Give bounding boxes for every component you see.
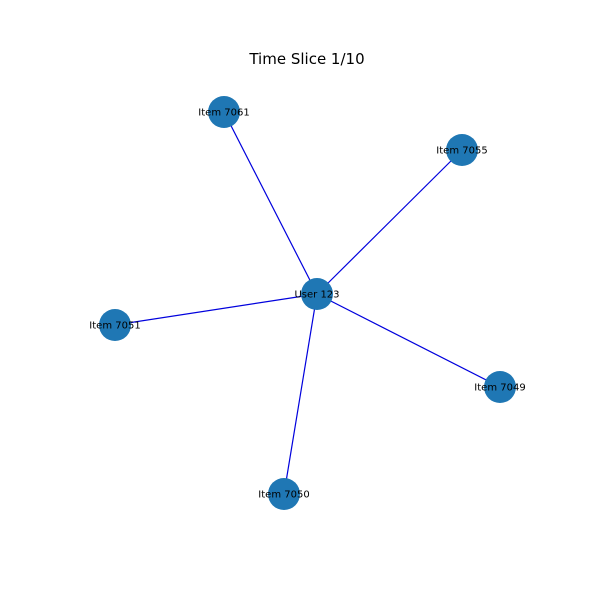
node-circle: [99, 309, 131, 341]
node-label: Item 7049: [474, 383, 525, 394]
edges-layer: [114, 111, 501, 495]
graph-node-item-7061: Item 7061: [198, 96, 250, 128]
graph-node-item-7050: Item 7050: [258, 478, 310, 510]
node-circle: [208, 96, 240, 128]
graph-node-item-7055: Item 7055: [436, 134, 488, 166]
node-label: Item 7055: [436, 146, 487, 157]
node-circle: [301, 278, 333, 310]
node-label: Item 7061: [198, 108, 249, 119]
node-circle: [484, 371, 516, 403]
node-label: Item 7051: [89, 321, 140, 332]
node-circle: [268, 478, 300, 510]
graph-edge-user-123-item-7061: [223, 111, 318, 295]
graph-node-item-7051: Item 7051: [89, 309, 141, 341]
node-label: User 123: [294, 290, 339, 301]
graph-node-user-123: User 123: [294, 278, 340, 310]
node-label: Item 7050: [258, 490, 309, 501]
node-circle: [446, 134, 478, 166]
graph-edge-user-123-item-7055: [316, 149, 463, 295]
graph-title: Time Slice 1/10: [248, 50, 364, 68]
graph-edge-user-123-item-7050: [283, 293, 318, 495]
graph-edge-user-123-item-7051: [114, 293, 318, 326]
graph-edge-user-123-item-7049: [316, 293, 501, 388]
graph-node-item-7049: Item 7049: [474, 371, 526, 403]
